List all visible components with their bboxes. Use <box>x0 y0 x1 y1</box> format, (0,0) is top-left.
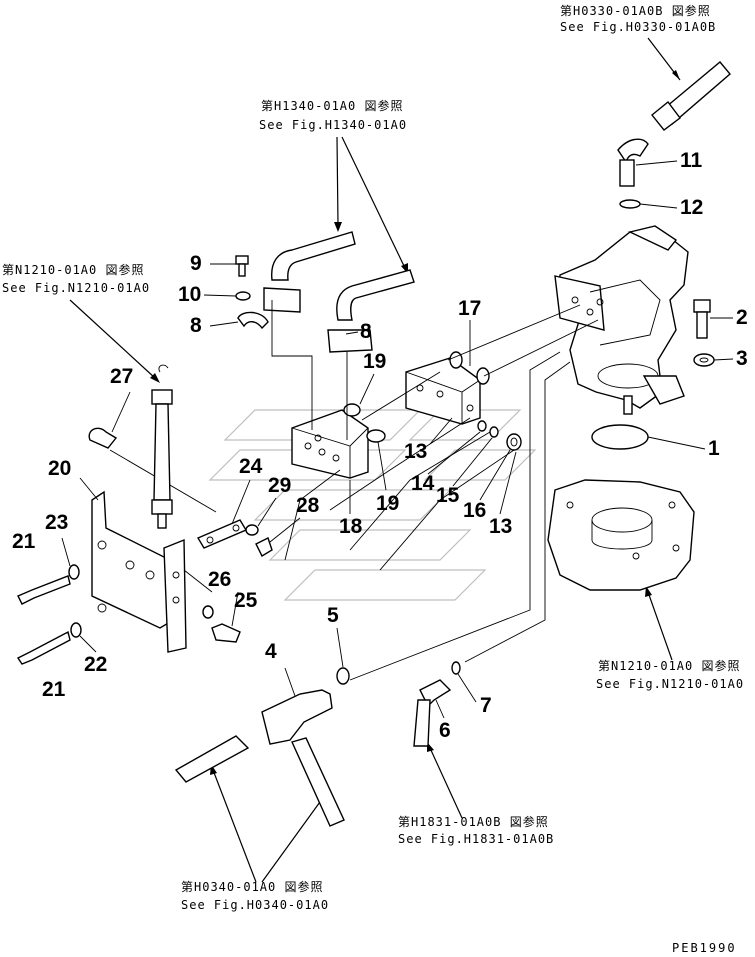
callout-17: 17 <box>458 297 481 320</box>
callout-21-upper: 21 <box>12 530 36 553</box>
reference-label-h0330: 第H0330-01A0B 図参照 See Fig.H0330-01A0B <box>560 3 716 34</box>
nut-parts-28-29 <box>245 524 273 557</box>
hose-h1340 <box>271 231 415 321</box>
flange-clamp-part-8 <box>237 287 373 353</box>
svg-text:See Fig.N1210-01A0: See Fig.N1210-01A0 <box>2 281 150 295</box>
callout-numbers: 1 2 3 4 5 6 7 8 8 9 10 11 12 13 13 14 15… <box>12 149 748 742</box>
callout-3: 3 <box>736 347 748 370</box>
o-ring-part-19 <box>343 403 386 443</box>
callout-15: 15 <box>436 484 460 507</box>
o-ring-part-1 <box>591 424 649 450</box>
svg-text:第H1831-01A0B 図参照: 第H1831-01A0B 図参照 <box>398 814 549 829</box>
leader-lines <box>109 300 599 681</box>
svg-text:第H0340-01A0 図参照: 第H0340-01A0 図参照 <box>181 879 323 894</box>
reference-label-n1210-right: 第N1210-01A0 図参照 See Fig.N1210-01A0 <box>596 658 744 691</box>
callout-19-upper: 19 <box>363 350 386 373</box>
cylinder-part-27 <box>88 364 173 529</box>
callout-23: 23 <box>45 511 68 534</box>
callout-5: 5 <box>327 604 339 627</box>
hose-fitting-top-right <box>617 61 731 209</box>
callout-14: 14 <box>411 472 435 495</box>
callout-20: 20 <box>48 457 71 480</box>
callout-18: 18 <box>339 515 363 538</box>
callout-6: 6 <box>439 719 451 742</box>
bolt-part-2 <box>693 299 711 339</box>
callout-28: 28 <box>296 494 320 517</box>
svg-text:第H1340-01A0 図参照: 第H1340-01A0 図参照 <box>261 98 403 113</box>
bolt-part-25-26 <box>202 605 241 643</box>
washer-part-3 <box>693 353 715 367</box>
callout-27: 27 <box>110 365 133 388</box>
svg-text:See Fig.H1340-01A0: See Fig.H1340-01A0 <box>259 118 407 132</box>
callout-16: 16 <box>463 499 486 522</box>
callout-12: 12 <box>680 196 703 219</box>
callout-8-right: 8 <box>360 320 372 343</box>
callout-13-upper: 13 <box>404 440 427 463</box>
callout-10: 10 <box>178 283 201 306</box>
svg-text:See Fig.H0330-01A0B: See Fig.H0330-01A0B <box>560 20 716 34</box>
svg-text:See Fig.H1831-01A0B: See Fig.H1831-01A0B <box>398 832 554 846</box>
callout-4: 4 <box>265 640 277 663</box>
callout-8-left: 8 <box>190 314 202 337</box>
tee-fitting-part-4 <box>174 689 345 827</box>
svg-text:第N1210-01A0 図参照: 第N1210-01A0 図参照 <box>2 262 144 277</box>
svg-text:第N1210-01A0 図参照: 第N1210-01A0 図参照 <box>598 658 740 673</box>
callout-1: 1 <box>708 437 720 460</box>
svg-text:See Fig.H0340-01A0: See Fig.H0340-01A0 <box>181 898 329 912</box>
reference-arrows <box>69 37 681 883</box>
callout-25: 25 <box>234 589 258 612</box>
drawing-code: PEB1990 <box>672 941 737 955</box>
callout-9: 9 <box>190 252 202 275</box>
housing <box>547 479 695 591</box>
reference-label-h1831: 第H1831-01A0B 図参照 See Fig.H1831-01A0B <box>398 814 554 846</box>
reference-label-n1210-left: 第N1210-01A0 図参照 See Fig.N1210-01A0 <box>2 262 150 295</box>
callout-29: 29 <box>268 474 291 497</box>
manifold-block-part-18 <box>291 409 369 479</box>
callout-19-lower: 19 <box>376 492 399 515</box>
elbow-part-6 <box>413 679 452 747</box>
callout-24: 24 <box>239 455 263 478</box>
callout-26: 26 <box>208 568 231 591</box>
svg-text:See Fig.N1210-01A0: See Fig.N1210-01A0 <box>596 677 744 691</box>
link-part-24 <box>196 519 248 549</box>
callout-2: 2 <box>736 306 748 329</box>
callout-11: 11 <box>680 149 703 172</box>
washer-part-22-23 <box>68 564 82 638</box>
callout-21-lower: 21 <box>42 678 66 701</box>
callout-leaders <box>61 160 734 719</box>
washer-part-10 <box>235 291 251 301</box>
bolt-part-21 <box>16 575 71 665</box>
callout-22: 22 <box>84 653 107 676</box>
manifold-block-part-13 <box>405 357 481 425</box>
valve-assembly <box>554 225 689 415</box>
bolt-part-9 <box>235 255 249 277</box>
reference-label-h1340: 第H1340-01A0 図参照 See Fig.H1340-01A0 <box>259 98 407 132</box>
callout-13-lower: 13 <box>489 515 512 538</box>
reference-label-h0340: 第H0340-01A0 図参照 See Fig.H0340-01A0 <box>181 879 329 912</box>
o-ring-part-17 <box>449 351 490 385</box>
o-ring-part-5-7 <box>336 661 461 685</box>
svg-text:第H0330-01A0B 図参照: 第H0330-01A0B 図参照 <box>560 3 711 18</box>
callout-7: 7 <box>480 694 492 717</box>
bracket-part-20 <box>91 490 187 653</box>
